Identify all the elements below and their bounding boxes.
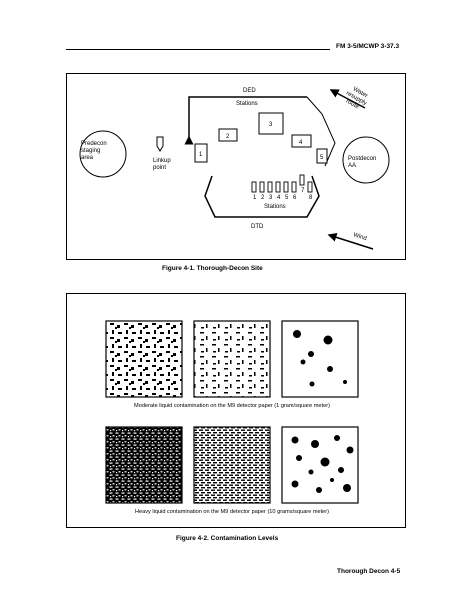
heavy-caption: Heavy liquid contamination on the M9 det… bbox=[135, 509, 329, 515]
dtd-stations-label: Stations bbox=[264, 204, 286, 210]
heavy-panel-dashes bbox=[193, 426, 271, 504]
linkup-point-icon bbox=[156, 136, 164, 152]
moderate-spot-marks bbox=[293, 330, 347, 387]
ded-label: DED bbox=[243, 88, 256, 94]
decon-site-diagram: Predecon staging area Linkup point DED S… bbox=[79, 84, 390, 250]
dtd-station-3-number: 3 bbox=[269, 195, 273, 201]
ded-right-edge bbox=[306, 96, 336, 167]
predecon-area-circle bbox=[79, 130, 127, 178]
svg-text:2: 2 bbox=[226, 134, 230, 140]
ded-station-1: 1 bbox=[194, 143, 208, 163]
ded-stations-label: Stations bbox=[236, 101, 258, 107]
figure-4-2-caption: Figure 4-2. Contamination Levels bbox=[176, 535, 279, 542]
moderate-panel-dashes bbox=[193, 320, 271, 398]
dtd-path bbox=[204, 175, 320, 218]
heavy-panel-blotches bbox=[105, 426, 183, 504]
dtd-station-1-number: 1 bbox=[253, 195, 257, 201]
heavy-spot-marks bbox=[291, 435, 354, 493]
ded-station-4: 4 bbox=[291, 134, 312, 148]
water-route-arrow bbox=[329, 89, 366, 109]
dtd-station-4-number: 4 bbox=[277, 195, 281, 201]
wind-label: Wind bbox=[352, 232, 367, 242]
svg-text:1: 1 bbox=[199, 152, 203, 158]
dtd-station-bars bbox=[251, 174, 313, 193]
svg-text:5: 5 bbox=[320, 155, 324, 161]
dtd-station-5-number: 5 bbox=[285, 195, 289, 201]
ded-station-2: 2 bbox=[218, 128, 238, 142]
figure-4-2-frame: Moderate liquid contamination on the M9 … bbox=[66, 293, 406, 528]
contamination-levels-figure: Moderate liquid contamination on the M9 … bbox=[105, 320, 359, 515]
postdecon-label: Postdecon AA bbox=[348, 156, 378, 169]
moderate-panel-blotches bbox=[105, 320, 183, 398]
running-header: FM 3-5/MCWP 3-37.3 bbox=[336, 43, 400, 50]
moderate-panel-spots bbox=[281, 320, 359, 398]
dtd-label: DTD bbox=[251, 224, 264, 230]
figure-4-1-caption: Figure 4-1. Thorough-Decon Site bbox=[162, 265, 263, 272]
figure-4-1-frame: Predecon staging area Linkup point DED S… bbox=[66, 73, 406, 260]
dtd-station-6-number: 6 bbox=[293, 195, 297, 201]
moderate-caption: Moderate liquid contamination on the M9 … bbox=[134, 403, 330, 409]
ded-station-5: 5 bbox=[316, 148, 328, 164]
predecon-label: Predecon staging area bbox=[81, 141, 108, 161]
svg-text:Water resupply: Water resupply route bbox=[341, 84, 372, 114]
header-rule bbox=[66, 49, 330, 50]
page-footer: Thorough Decon 4-5 bbox=[337, 568, 401, 575]
ded-path-arrow bbox=[184, 96, 307, 145]
ded-station-3: 3 bbox=[258, 112, 284, 135]
postdecon-area-circle bbox=[342, 136, 390, 184]
dtd-station-2-number: 2 bbox=[261, 195, 265, 201]
dtd-station-8-number: 8 bbox=[309, 195, 313, 201]
wind-arrow bbox=[327, 232, 374, 250]
svg-text:4: 4 bbox=[299, 140, 303, 146]
water-route-label: Water resupply route bbox=[341, 84, 372, 114]
linkup-label: Linkup point bbox=[153, 158, 172, 171]
dtd-station-7-number: 7 bbox=[301, 188, 305, 194]
svg-text:3: 3 bbox=[269, 122, 273, 128]
